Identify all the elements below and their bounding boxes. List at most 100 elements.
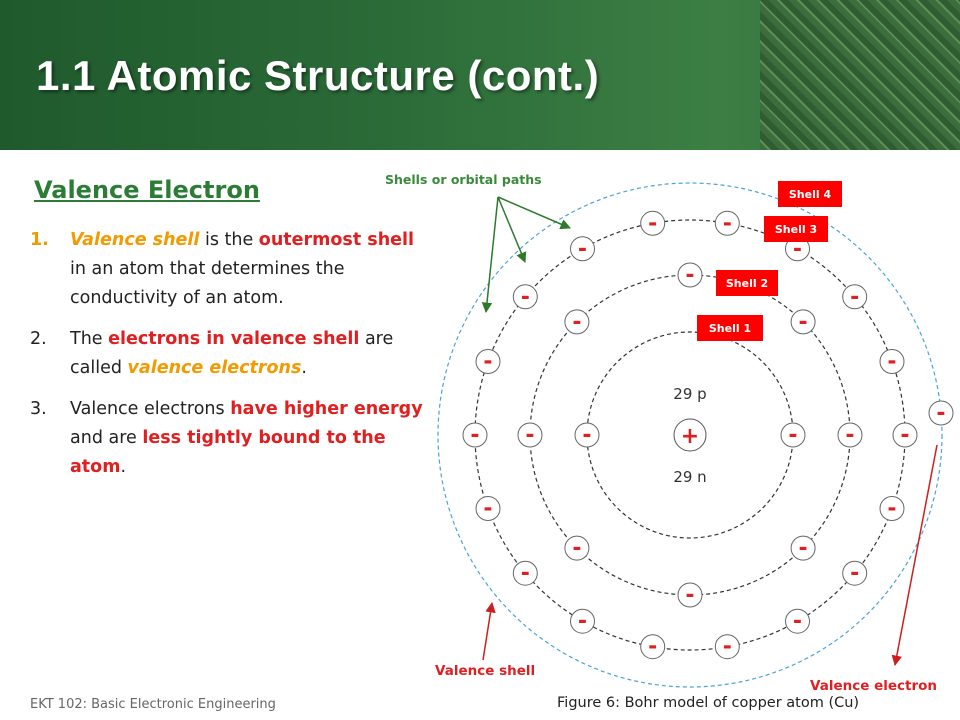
electron-shell-3 (714, 210, 740, 236)
footer-course-name: EKT 102: Basic Electronic Engineering (30, 697, 276, 712)
electron-minus-sign: - (521, 561, 530, 586)
electron-minus-sign: - (521, 285, 530, 310)
circuit-board-image (760, 0, 960, 150)
shell-tag-1-label: Shell 1 (709, 322, 751, 335)
electron-shell-1 (780, 422, 806, 448)
electron-shell-3 (842, 284, 868, 310)
electron-shell-3 (570, 236, 595, 262)
title-banner: 1.1 Atomic Structure (cont.) (0, 0, 960, 150)
electron-minus-sign: - (850, 285, 859, 310)
text-segment: is the (199, 230, 259, 250)
list-item: 2. The electrons in valence shell are cal… (30, 325, 430, 383)
electron-minus-sign: - (578, 237, 587, 262)
list-number: 1. (30, 230, 49, 250)
valence-electron-label: Valence electron (810, 678, 937, 690)
shell-tag-4: Shell 4 (778, 181, 842, 207)
electron-minus-sign: - (887, 350, 896, 375)
text-segment: and are (70, 428, 143, 448)
electron-minus-sign: - (887, 497, 896, 522)
electron-minus-sign: - (525, 423, 534, 448)
electron-shell-1 (574, 422, 600, 448)
neutron-count: 29 n (673, 468, 706, 486)
figure-caption: Figure 6: Bohr model of copper atom (Cu) (557, 695, 860, 711)
shell-tag-2: Shell 2 (716, 270, 778, 296)
shells-label: Shells or orbital paths (385, 172, 542, 187)
electron-minus-sign: - (483, 350, 492, 375)
electron-shell-4 (928, 400, 954, 426)
slide-title: 1.1 Atomic Structure (cont.) (36, 52, 600, 99)
electron-shell-2 (790, 535, 816, 561)
text-segment: valence electrons (127, 358, 302, 378)
electron-minus-sign: - (799, 536, 808, 561)
electron-shell-3 (512, 560, 538, 586)
text-segment: . (301, 358, 307, 378)
electron-shell-2 (564, 309, 590, 335)
proton-count: 29 p (673, 385, 706, 403)
shell-tag-4-label: Shell 4 (789, 188, 832, 201)
electron-shell-3 (640, 634, 666, 660)
electron-minus-sign: - (685, 263, 694, 288)
electron-minus-sign: - (578, 609, 587, 634)
text-segment: Valence shell (70, 230, 200, 250)
text-segment: are called (70, 329, 394, 378)
text-segment: The (70, 329, 109, 349)
electron-minus-sign: - (648, 211, 657, 236)
electron-minus-sign: - (572, 536, 581, 561)
electron-shell-2 (837, 422, 863, 448)
electron-shell-2 (677, 582, 703, 608)
list-number: 2. (30, 329, 47, 349)
text-segment: . (120, 457, 127, 477)
electron-minus-sign: - (685, 583, 694, 608)
nucleus-plus-sign: + (681, 424, 699, 449)
electron-minus-sign: - (582, 423, 591, 448)
valence-orbit-ring (437, 182, 943, 688)
text-segment: Valence electrons (70, 399, 231, 419)
valence-shell-label: Valence shell (435, 663, 535, 679)
electron-minus-sign: - (483, 497, 492, 522)
electron-shell-2 (564, 535, 590, 561)
nucleus (673, 418, 707, 452)
electron-shell-3 (570, 608, 595, 634)
electron-shell-3 (475, 349, 501, 374)
electron-minus-sign: - (788, 423, 797, 448)
electron-shell-3 (640, 210, 666, 236)
arrow-to-shell-2 (481, 196, 499, 314)
bullet-list: 1. Valence shell is the outermost shell i… (30, 226, 430, 494)
electron-minus-sign: - (470, 423, 479, 448)
electron-shell-3 (785, 608, 810, 634)
text-segment: electrons in valence shell (108, 329, 360, 349)
electron-minus-sign: - (799, 310, 808, 335)
electron-shell-3 (512, 284, 538, 310)
arrow-to-shell-4 (497, 196, 571, 230)
list-number: 3. (30, 399, 47, 419)
electron-shell-3 (462, 422, 488, 448)
section-heading: Valence Electron (34, 176, 260, 204)
shell-tag-2-label: Shell 2 (726, 277, 768, 290)
electron-shell-3 (714, 634, 740, 660)
electron-shell-3 (475, 496, 501, 521)
list-item: 1. Valence shell is the outermost shell i… (30, 226, 430, 313)
electron-shell-3 (892, 422, 918, 448)
electron-minus-sign: - (850, 561, 859, 586)
shell-tag-1: Shell 1 (697, 315, 763, 341)
arrow-to-valence-shell (482, 601, 496, 661)
arrow-to-valence-electron (891, 444, 938, 667)
electron-minus-sign: - (648, 635, 657, 660)
text-segment: less tightly bound to the atom (70, 428, 386, 477)
electron-minus-sign: - (793, 609, 802, 634)
electron-shell-3 (879, 349, 905, 374)
electron-minus-sign: - (936, 401, 945, 426)
electron-shell-3 (842, 560, 868, 586)
electron-minus-sign: - (845, 423, 854, 448)
electron-minus-sign: - (723, 635, 732, 660)
text-segment: outermost shell (258, 230, 415, 250)
electron-minus-sign: - (723, 211, 732, 236)
text-segment: have higher energy (230, 399, 423, 419)
arrow-to-shell-3 (497, 196, 527, 263)
shell-tag-3: Shell 3 (764, 216, 828, 242)
text-segment: in an atom that determines the conductiv… (70, 259, 345, 308)
electron-shell-2 (790, 309, 816, 335)
electron-group: ----------------------------- (462, 210, 954, 660)
electron-shell-2 (517, 422, 543, 448)
electron-shell-2 (677, 262, 703, 288)
